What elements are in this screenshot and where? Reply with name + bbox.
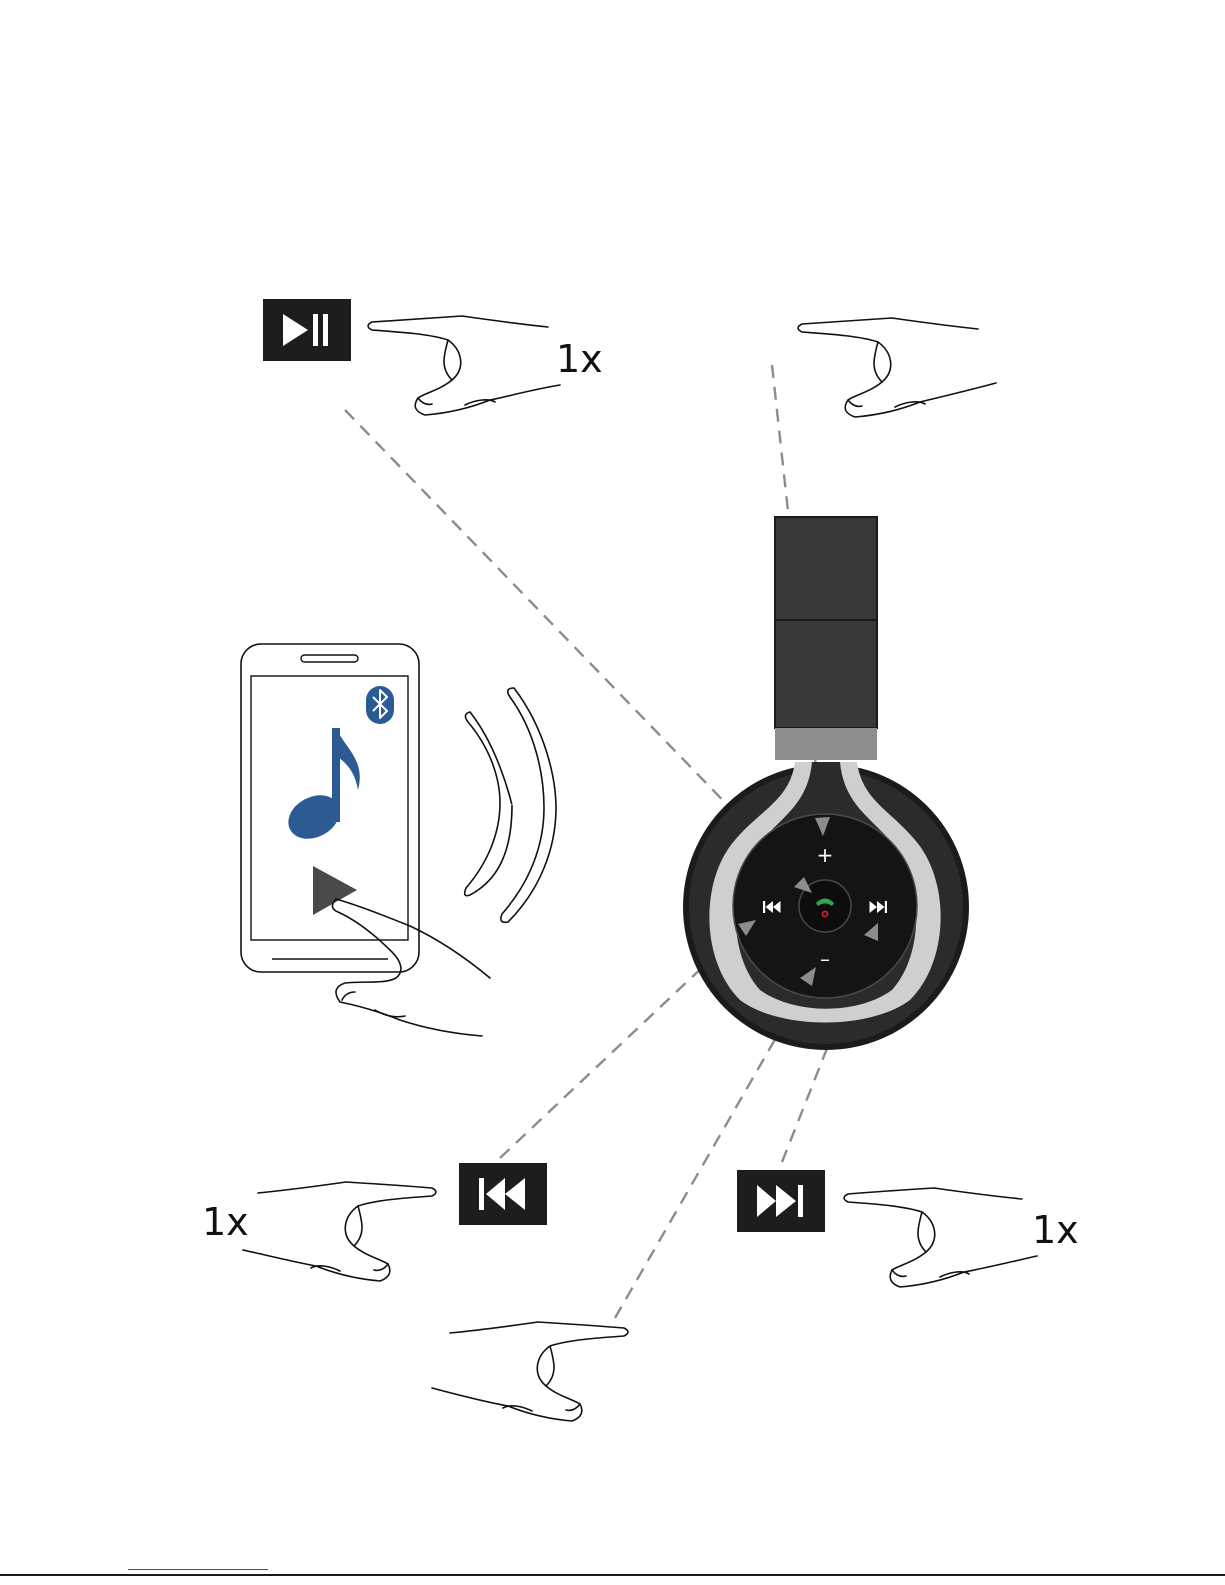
signal-wave-inner (465, 712, 512, 896)
pointing-hand-play-pause (368, 316, 560, 415)
footer-rule (0, 1574, 1225, 1576)
pointing-hand-next (844, 1188, 1037, 1287)
pointing-hand-volume-up (798, 318, 996, 417)
play-pause-instruction: 1x (263, 299, 603, 415)
headband-slider (775, 728, 877, 760)
previous-press-count: 1x (202, 1200, 249, 1244)
headphone: + – (683, 517, 969, 1050)
next-press-count: 1x (1032, 1208, 1079, 1252)
play-pause-press-count: 1x (556, 337, 603, 381)
volume-down-button[interactable]: – (820, 947, 830, 971)
pointing-hand-volume-down (432, 1322, 628, 1421)
bluetooth-icon (366, 686, 394, 724)
smartphone (241, 644, 490, 1036)
wireless-signal-waves (465, 688, 556, 922)
previous-instruction: 1x (202, 1163, 547, 1281)
headband-lower (775, 620, 877, 728)
next-instruction: 1x (737, 1170, 1079, 1287)
volume-up-button[interactable]: + (817, 843, 834, 867)
pointing-hand-previous (243, 1182, 436, 1281)
footer-link-underline (128, 1569, 268, 1570)
headband-upper (775, 517, 877, 620)
